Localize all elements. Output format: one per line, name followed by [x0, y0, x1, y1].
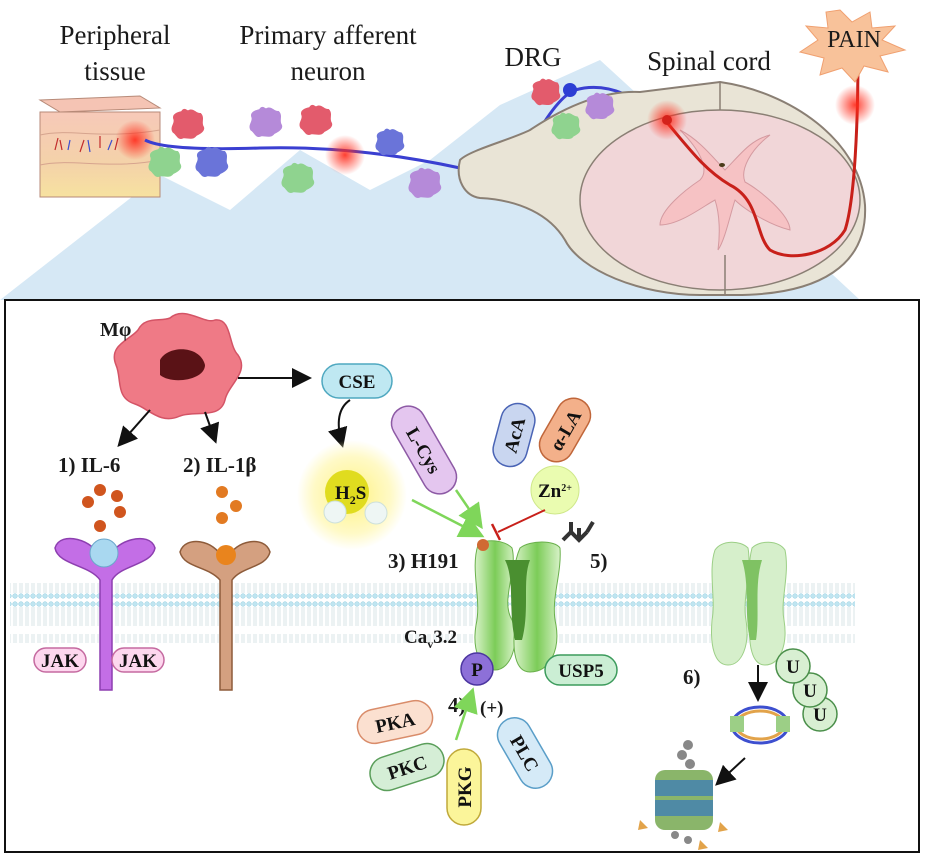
- arrow-h2s-to-h191: [411, 498, 485, 538]
- label-drg: DRG: [504, 42, 561, 72]
- label-tissue: tissue: [84, 56, 146, 86]
- proteasome: [638, 740, 728, 850]
- pka-pill: [356, 699, 434, 745]
- arrow-to-il6: [117, 409, 151, 447]
- l-cys-pill: [390, 405, 458, 495]
- cse-label: CSE: [339, 372, 376, 393]
- svg-text:U: U: [803, 681, 817, 702]
- label-il1b: 2) IL-1β: [183, 453, 256, 477]
- aca-pill: [492, 402, 536, 468]
- cav32-channel: [474, 520, 595, 673]
- label-spinal-cord: Spinal cord: [647, 46, 771, 76]
- h2s-label: H2S: [335, 483, 366, 507]
- h191-residue: [477, 539, 489, 551]
- label-primary-afferent: Primary afferent: [239, 20, 417, 50]
- label-neuron: neuron: [291, 56, 366, 86]
- phosphorylation-site: [460, 652, 494, 686]
- usp5-label: USP5: [558, 661, 603, 682]
- pain-pathway: [663, 54, 860, 258]
- label-step5: 5): [590, 549, 608, 573]
- pain-starburst: [798, 9, 907, 83]
- alpha-la-pill: [538, 397, 592, 463]
- zinc-inhibition-line: [497, 509, 546, 533]
- arrow-to-il1b: [200, 411, 220, 444]
- label-pain: PAIN: [827, 27, 881, 53]
- zinc-ion: [530, 465, 580, 515]
- plc-pill: [496, 717, 554, 789]
- phospho-label: P: [471, 660, 483, 681]
- zinc-label: Zn2+: [538, 481, 572, 502]
- svg-text:U: U: [786, 657, 800, 678]
- kinases: PKA PKC PKG PLC: [356, 699, 554, 826]
- macrophage-label: Mφ: [100, 319, 131, 341]
- degraded-channel: [711, 541, 787, 666]
- top-illustration: Peripheral tissue Primary afferent neuro…: [0, 9, 907, 300]
- jak-label-left: JAK: [41, 651, 79, 672]
- ascending-glow: [835, 85, 875, 125]
- glycosylation: [561, 520, 595, 543]
- label-cav32: Cav3.2: [404, 627, 457, 651]
- arrow-lcys-to-h191: [454, 489, 483, 530]
- arrow-kinases-to-p: [453, 687, 478, 741]
- pkc-pill: [369, 742, 445, 792]
- pkg-pill: [446, 748, 482, 826]
- usp5-pill: [544, 654, 618, 686]
- cse-pill: [321, 363, 393, 399]
- il1b-receptor: [179, 486, 271, 691]
- jak-label-right: JAK: [119, 651, 157, 672]
- label-il6: 1) IL-6: [58, 453, 120, 477]
- pkg-label: PKG: [455, 766, 476, 807]
- svg-text:U: U: [813, 705, 827, 726]
- il6-receptor: JAK JAK: [33, 484, 165, 691]
- h2s-pathway: CSE L-Cys H2S: [297, 363, 458, 550]
- label-step6: 6): [683, 665, 701, 689]
- endocytic-vesicle: [730, 705, 790, 745]
- inhibitors: AcA α-LA Zn2+: [490, 397, 592, 541]
- peripheral-tissue-block: [38, 95, 162, 198]
- arrow-to-proteasome: [715, 757, 746, 786]
- drg-neuron-body: [563, 83, 577, 97]
- inflammation-glow: [325, 135, 365, 175]
- label-peripheral: Peripheral: [60, 20, 171, 50]
- label-step4: 4): [448, 693, 466, 717]
- macrophage: Mφ: [100, 312, 243, 420]
- ubiquitin-chain: U U U: [775, 648, 838, 732]
- label-plus: (+): [480, 698, 503, 719]
- label-h191: 3) H191: [388, 549, 459, 573]
